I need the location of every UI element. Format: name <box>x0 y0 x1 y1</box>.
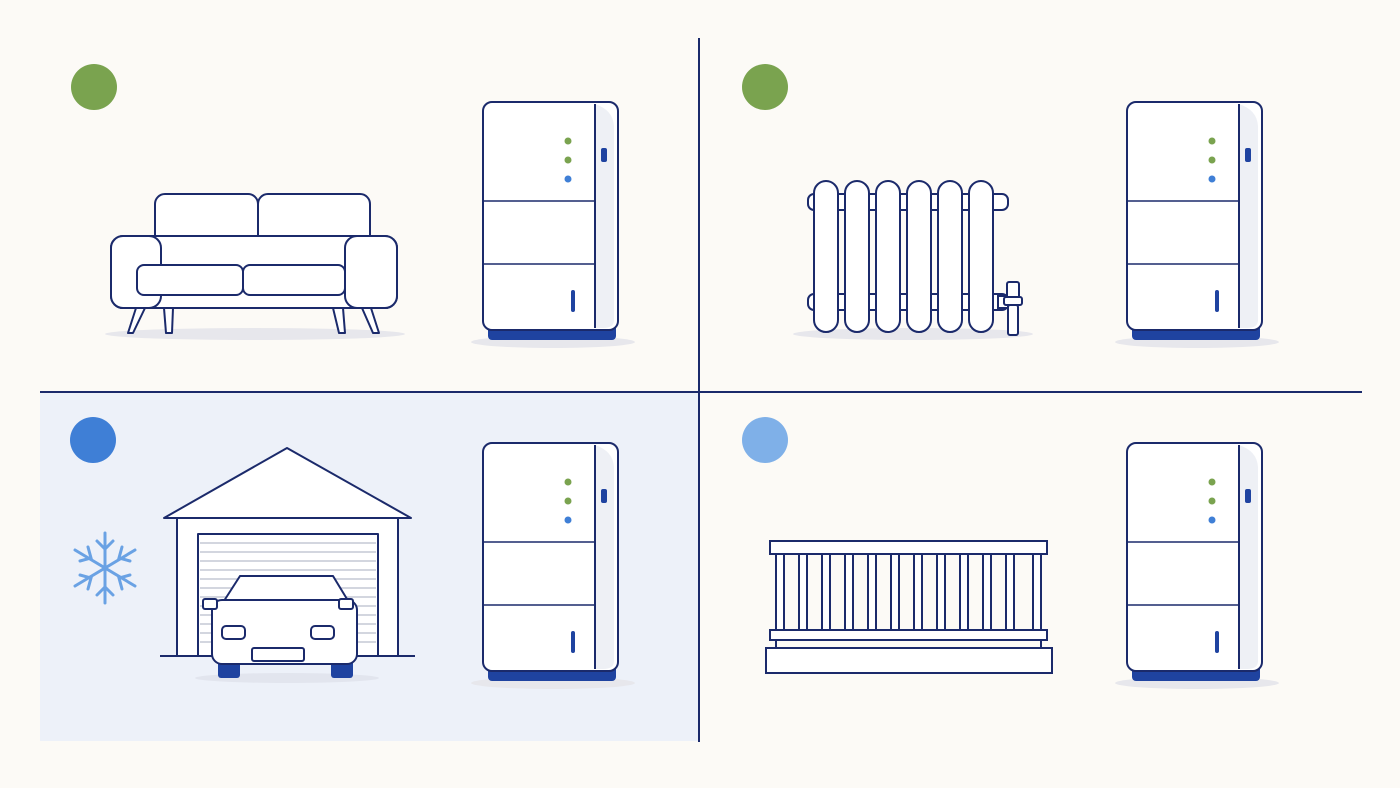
railing-icon <box>765 540 1053 674</box>
status-dot-green <box>742 64 788 110</box>
status-dot-light-blue <box>742 417 788 463</box>
car-icon <box>195 575 379 683</box>
status-dot-blue <box>70 417 116 463</box>
battery-unit-icon <box>470 101 636 349</box>
status-dot-green <box>71 64 117 110</box>
battery-unit-icon <box>1114 101 1280 349</box>
snowflake-icon <box>73 531 137 605</box>
sofa-icon <box>105 193 405 340</box>
battery-unit-icon <box>1114 442 1280 690</box>
battery-unit-icon <box>470 442 636 690</box>
radiator-icon <box>793 180 1033 340</box>
